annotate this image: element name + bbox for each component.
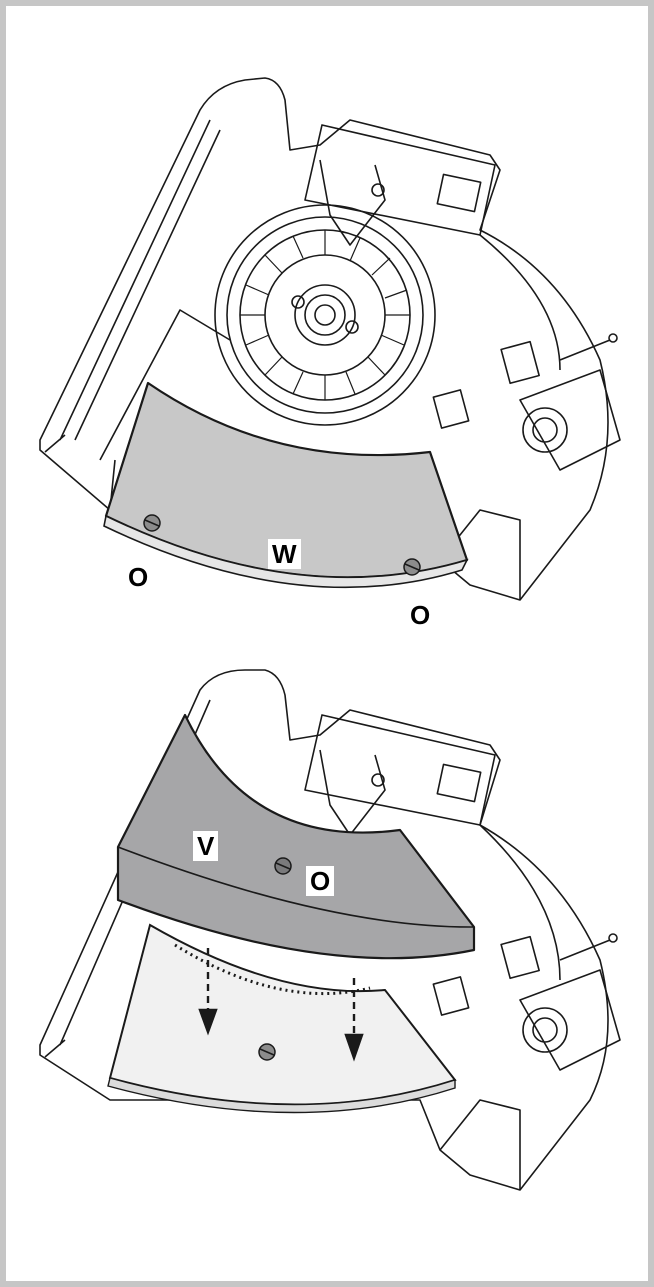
control-window	[436, 173, 482, 213]
hub-screw-left	[291, 295, 305, 309]
outlet-chute	[439, 509, 521, 600]
bracket-screw	[371, 773, 385, 787]
label-panel-v: V	[193, 831, 219, 861]
motor-lead	[559, 939, 611, 961]
fan-ring-outer	[214, 204, 436, 426]
insert-arrow-right	[344, 978, 364, 1062]
warning-label-2	[432, 976, 470, 1016]
fan-inner	[264, 254, 386, 376]
hub-screw-right	[345, 320, 359, 334]
motor-cap	[522, 1007, 568, 1053]
blower-scroll	[479, 234, 561, 371]
blower-scroll	[479, 824, 561, 981]
warning-label-2	[432, 389, 470, 429]
label-screw-right: O	[410, 600, 431, 630]
bottom-assembly-diagram	[39, 669, 621, 1191]
panel-screw-left	[143, 514, 161, 532]
side-rail	[44, 119, 221, 453]
bracket-screw	[371, 183, 385, 197]
mount-bracket	[319, 159, 386, 246]
fan-ring-mid	[226, 216, 424, 414]
control-window	[436, 763, 482, 803]
fan-hub	[294, 284, 356, 346]
label-screw: O	[306, 866, 335, 896]
motor-lead	[559, 339, 611, 361]
tray-screw	[258, 1043, 276, 1061]
filter-panel-v	[116, 713, 476, 960]
label-screw-left: O	[128, 562, 149, 592]
mount-bracket	[319, 749, 386, 836]
cover-panel-edge	[103, 514, 469, 589]
warning-label-1	[500, 935, 540, 980]
panel-screw-right	[403, 558, 421, 576]
motor-body	[519, 969, 621, 1071]
filter-panel-screw	[274, 857, 292, 875]
insert-arrow-left	[198, 948, 218, 1036]
warning-label-1	[500, 340, 540, 385]
motor-body	[519, 369, 621, 471]
housing-outline	[39, 669, 609, 1191]
housing-outline	[39, 77, 609, 601]
label-panel-w: W	[268, 539, 301, 569]
top-assembly-diagram	[39, 77, 621, 601]
outlet-chute	[439, 1099, 521, 1190]
fan-blades	[240, 230, 410, 400]
motor-cap	[522, 407, 568, 453]
